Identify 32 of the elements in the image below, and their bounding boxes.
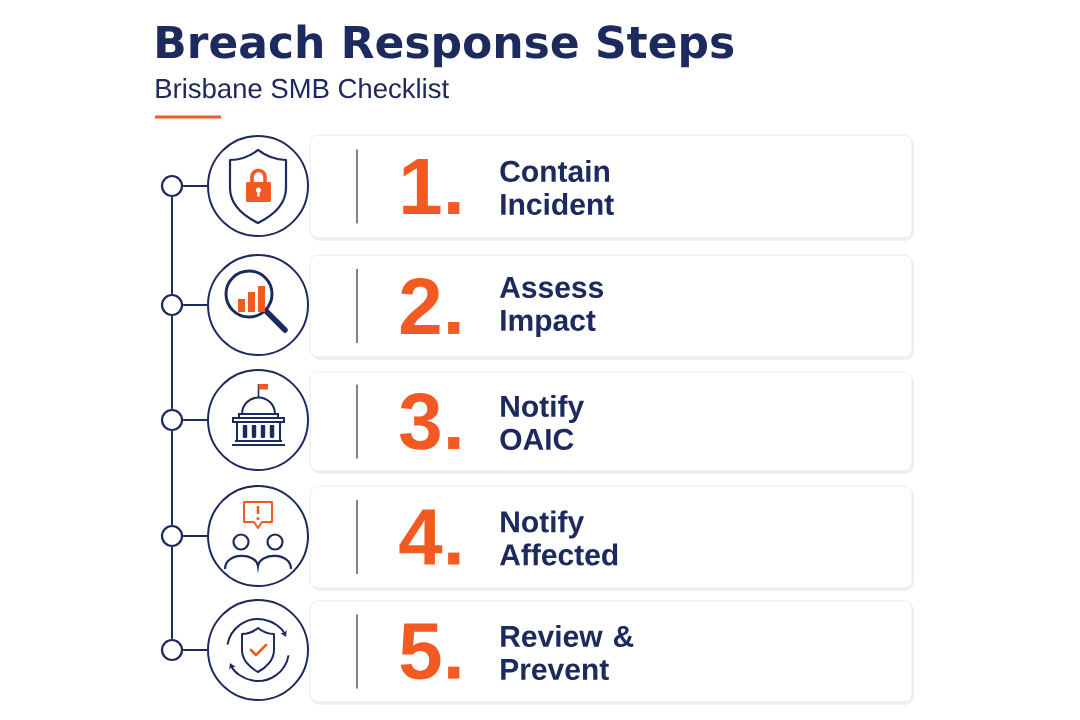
title: Breach Response Steps — [157, 24, 734, 68]
icon-circle — [207, 135, 309, 237]
step-number: 3. — [400, 393, 460, 450]
icon-circle — [207, 369, 309, 471]
connector-line — [182, 649, 208, 651]
connector-line — [171, 546, 173, 640]
step-number: 1. — [403, 159, 460, 214]
connector-line — [171, 430, 173, 526]
step-number: 4. — [399, 509, 460, 565]
connector-line — [182, 419, 208, 421]
step-title: Contain Incident — [500, 159, 614, 215]
connector-line — [171, 196, 173, 295]
timeline-dot — [160, 174, 184, 198]
step-title: Notify OAIC — [500, 394, 585, 450]
step-card — [309, 600, 914, 705]
icon-circle — [207, 254, 309, 356]
step-number: 5. — [400, 623, 460, 680]
timeline-dot — [160, 408, 184, 432]
connector-line — [182, 535, 208, 537]
subtitle: Brisbane SMB Checklist — [156, 78, 449, 99]
connector-line — [182, 185, 208, 187]
timeline-dot — [160, 524, 184, 548]
connector-line — [182, 304, 208, 306]
timeline-dot — [160, 293, 184, 317]
icon-circle — [207, 485, 309, 587]
step-number: 2. — [401, 278, 460, 334]
icon-circle — [207, 599, 309, 701]
connector-line — [171, 315, 173, 410]
step-title: Notify Affected — [499, 510, 618, 566]
step-title: Assess Impact — [499, 277, 604, 337]
step-title: Review & Prevent — [501, 624, 634, 680]
timeline-dot — [160, 638, 184, 662]
